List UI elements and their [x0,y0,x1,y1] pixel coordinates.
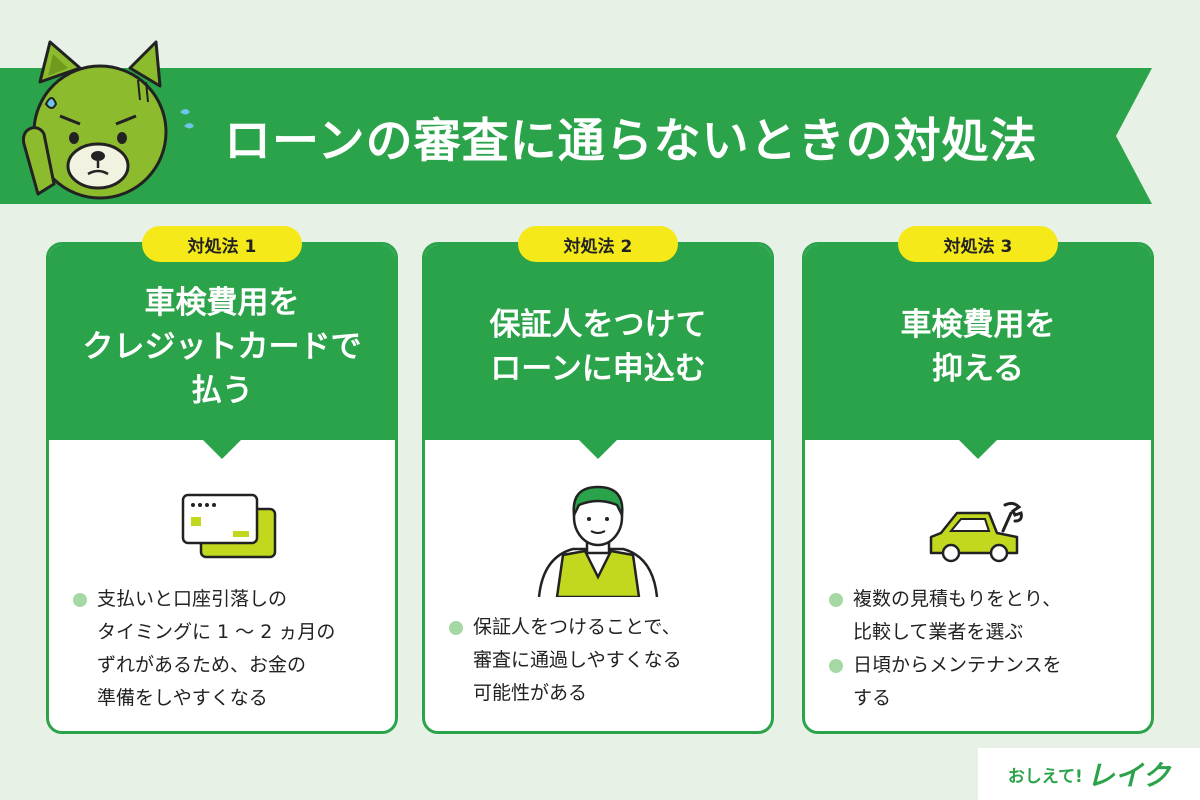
bullet-line: する [853,687,892,709]
bullet-list: 複数の見積もりをとり、 比較して業者を選ぶ 日頃からメンテナンスを する [829,583,1137,715]
card-title: 車検費用を クレジットカードで 払う [49,245,395,440]
solution-card-1: 車検費用を クレジットカードで 払う 支払いと口座引落しの タイミングに 1 ～… [46,242,398,734]
list-item: 保証人をつけることで、 審査に通過しやすくなる 可能性がある [449,611,757,710]
down-arrow-icon [576,437,620,459]
card-title-line: 抑える [931,350,1025,387]
bullet-line: ずれがあるため、お金の [97,654,307,676]
header-banner: ローンの審査に通らないときの対処法 [0,68,1152,204]
card-title-line: 保証人をつけて [489,306,707,343]
card-title-line: 車検費用を [144,284,300,321]
card-title: 保証人をつけて ローンに申込む [425,245,771,440]
bullet-line: 審査に通過しやすくなる [473,649,682,671]
bullet-line: 支払いと口座引落しの [97,588,288,610]
list-item: 複数の見積もりをとり、 比較して業者を選ぶ [829,583,1137,649]
sweat-drops-icon [180,109,194,129]
bullet-line: 準備をしやすくなる [97,687,268,709]
bullet-line: タイミングに 1 ～ 2 ヵ月の [97,621,336,643]
bullet-line: 比較して業者を選ぶ [853,621,1024,643]
bullet-list: 支払いと口座引落しの タイミングに 1 ～ 2 ヵ月の ずれがあるため、お金の … [73,583,381,715]
guarantor-person-icon [537,485,659,597]
down-arrow-icon [956,437,1000,459]
page-title: ローンの審査に通らないときの対処法 [224,113,1038,169]
banner-ribbon [0,68,1152,204]
brand-logo: おしえて! レイク [978,748,1200,800]
down-arrow-icon [200,437,244,459]
card-title-line: 車検費用を [900,306,1056,343]
list-item: 支払いと口座引落しの タイミングに 1 ～ 2 ヵ月の ずれがあるため、お金の … [73,583,381,715]
bullet-line: 日頃からメンテナンスを [853,654,1062,676]
logo-small-text: おしえて! [1007,766,1083,787]
card-title-line: 払う [191,372,253,409]
solution-card-2: 保証人をつけて ローンに申込む 保証人をつけることで、 審査に通過しやすくなる … [422,242,774,734]
card-title-line: クレジットカードで [82,328,362,365]
card-title-line: ローンに申込む [490,350,706,387]
tag-solution-1: 対処法 1 [142,226,302,262]
car-wrench-icon [929,501,1023,563]
tag-solution-2: 対処法 2 [518,226,678,262]
bullet-list: 保証人をつけることで、 審査に通過しやすくなる 可能性がある [449,611,757,710]
solution-card-3: 車検費用を 抑える 複数の見積もりをとり、 比較して業者を選ぶ 日頃からメンテナ… [802,242,1154,734]
logo-main-text: レイク [1086,759,1171,792]
bullet-line: 複数の見積もりをとり、 [853,588,1062,610]
tag-solution-3: 対処法 3 [898,226,1058,262]
card-title: 車検費用を 抑える [805,245,1151,440]
list-item: 日頃からメンテナンスを する [829,649,1137,715]
credit-card-icon [181,493,277,559]
bullet-line: 保証人をつけることで、 [473,616,681,638]
dog-mascot-icon [21,40,168,200]
bullet-line: 可能性がある [473,682,588,704]
